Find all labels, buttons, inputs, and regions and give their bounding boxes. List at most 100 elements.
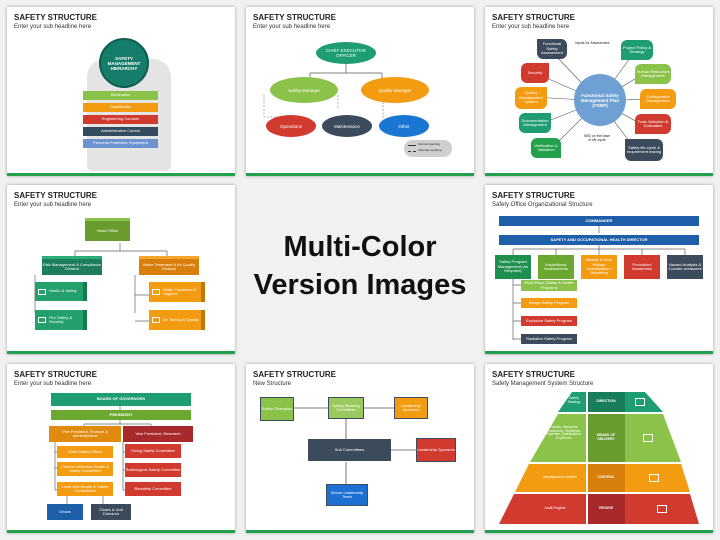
connector-lines <box>54 406 152 504</box>
range-program: Range Safety Program <box>521 298 577 308</box>
sbs-note: SBS on the base of life-cycle <box>583 134 611 142</box>
tier-strategy: Safety Strategy <box>567 396 581 404</box>
label-delivery: MEANS OF DELIVERY <box>596 433 616 441</box>
mishap-box: Mishap & Near Mishap Investigation / Rep… <box>581 255 617 279</box>
health-safety-item: Health & Safety <box>35 282 87 301</box>
slide-6-governance[interactable]: SAFETY STRUCTURE Enter your sub headline… <box>7 364 235 533</box>
senior-leadership-box: Senior Leadership Team <box>326 484 368 506</box>
heart-icon <box>38 288 46 295</box>
deans-box: Deans <box>47 504 83 520</box>
delivery-icon <box>643 434 653 442</box>
verification-node: Verification & Validation <box>531 138 561 158</box>
slide-title: SAFETY STRUCTURE <box>14 13 97 22</box>
director-box: SAFETY AND OCCUPATIONAL HEALTH DIRECTOR <box>499 235 699 245</box>
slide-title: SAFETY STRUCTURE <box>14 370 97 379</box>
biosafety-committee: Biosafety Committee <box>125 482 181 496</box>
slide-title: SAFETY STRUCTURE <box>253 13 336 22</box>
tier-audit: Audit Regime <box>544 506 566 510</box>
diving-committee: Diving Safety Committee <box>125 444 181 458</box>
central-committee: Central University Health & Safety Commi… <box>57 462 113 476</box>
tier-policies: Policies, Standards, Procedures, Guideli… <box>546 425 582 440</box>
level-elimination: Elimination <box>83 91 158 100</box>
air-icon <box>152 317 160 323</box>
slide-1-hierarchy[interactable]: SAFETY STRUCTURE Enter your sub headline… <box>7 7 235 176</box>
slide-title: SAFETY STRUCTURE <box>492 191 575 200</box>
tier-management: Management System <box>543 475 577 479</box>
vp-finance: Vice President, Finance & Administration <box>49 426 121 442</box>
local-committees: Local Unit Health & Safety Committees <box>57 482 113 496</box>
level-engineering: Engineering Controls <box>83 115 158 124</box>
slide-3-fsmp-diagram[interactable]: SAFETY STRUCTURE Enter your sub headline… <box>485 7 713 176</box>
risk-division: Risk Management & Compliance Division <box>42 256 102 275</box>
direction-icon <box>635 398 645 406</box>
center-caption: Multi-Color Version Images <box>236 228 484 304</box>
workplace-program: Work Place Safety & Health Programs <box>521 280 577 291</box>
label-direction: DIRECTION <box>596 399 616 403</box>
air-testing-item: Air Testing & Quality <box>149 310 205 330</box>
radiation-program: Radiation Safety Program <box>521 334 577 344</box>
level-administrative: Administrative Control <box>83 127 158 136</box>
label-review: REVIEW <box>599 506 613 510</box>
ceo-node: CHIEF EXECUTIVE OFFICER <box>316 42 376 64</box>
configuration-node: Configuration Management <box>640 89 676 109</box>
slide-5-office-structure[interactable]: SAFETY STRUCTURE Safety Office Organizat… <box>485 185 713 354</box>
slide-subtitle: Safety Management System Structure <box>492 381 594 387</box>
slide-7-new-structure[interactable]: SAFETY STRUCTURE New Structure Safety Ch… <box>246 364 474 533</box>
slide-2-org-chart[interactable]: SAFETY STRUCTURE Enter your sub headline… <box>246 7 474 176</box>
fire-icon <box>38 317 46 323</box>
head-office: Head Office <box>85 218 130 241</box>
slide-title: SAFETY STRUCTURE <box>14 191 97 200</box>
slide-subtitle: New Structure <box>253 381 292 387</box>
slide-subtitle: Enter your sub headline here <box>14 381 92 387</box>
inputs-note: Inputs for Assessment <box>575 41 610 45</box>
label-control: CONTROL <box>597 475 615 479</box>
lifecycle-node: Safety life-cycle & requirement tracing <box>625 139 663 161</box>
operations-node: Operations <box>266 115 316 137</box>
legend: Formal reporting Informal reporting <box>404 140 452 157</box>
chairs-box: Chairs & Unit Directors <box>91 504 131 520</box>
slide-4-division-chart[interactable]: SAFETY STRUCTURE Enter your sub headline… <box>7 185 235 354</box>
vp-research: Vice President, Research <box>123 426 193 442</box>
radiological-committee: Radiological Safety Committee <box>125 463 181 477</box>
slide-subtitle: Enter your sub headline here <box>14 24 92 30</box>
chief-safety-officer: Chief Safety Officer <box>57 446 113 458</box>
project-policy-node: Project Policy & Strategy <box>621 40 653 60</box>
safety-champion-box: Safety Champion <box>260 397 294 421</box>
water-division: Water Treatment & Air Quality Division <box>139 256 199 275</box>
leadership-sponsors-right: Leadership Sponsors <box>416 438 456 462</box>
pyramid-shape <box>499 392 699 524</box>
hazard-analysis-box: Hazard Analysis & Counter-measures <box>667 255 703 279</box>
fsmp-hub: Functional Safety Management Plan (FSMP) <box>574 74 626 126</box>
water-treatment-item: Water Treatment & Hygiene <box>149 282 205 302</box>
water-icon <box>152 289 160 295</box>
hierarchy-circle: SAFETY MANAGEMENT HIERARCHY <box>99 38 149 88</box>
connector-lines <box>512 225 686 340</box>
center-line-1: Multi-Color <box>283 231 437 263</box>
slide-title: SAFETY STRUCTURE <box>253 370 336 379</box>
safety-manager-node: Safety Manager <box>270 77 338 103</box>
center-line-2: Version Images <box>253 269 467 301</box>
other-node: Other <box>379 115 429 137</box>
president-box: PRESIDENT <box>51 410 191 420</box>
slide-subtitle: Safety Office Organizational Structure <box>492 202 593 208</box>
functional-safety-assessment: Functional Safety Assessment <box>537 39 567 59</box>
quality-manager-node: Quality Manager <box>361 77 429 103</box>
control-icon <box>649 474 659 482</box>
security-node: Security <box>521 63 549 83</box>
slide-subtitle: Enter your sub headline here <box>253 24 331 30</box>
hr-management-node: Human Resources Management <box>635 64 671 84</box>
leadership-sponsors-top: Leadership Sponsors <box>394 397 428 419</box>
promotion-box: Promotion/ Awareness <box>624 255 660 279</box>
review-icon <box>657 505 667 513</box>
inspections-box: Inspections/ Assessments <box>538 255 574 279</box>
commander-box: COMMANDER <box>499 216 699 226</box>
fire-safety-item: Fire Safety & Security <box>35 310 87 330</box>
explosive-program: Explosive Safety Program <box>521 316 577 326</box>
level-ppe: Personal Protective Equipment <box>83 139 158 148</box>
slide-title: SAFETY STRUCTURE <box>492 370 575 379</box>
slide-subtitle: Enter your sub headline here <box>492 24 570 30</box>
slide-title: SAFETY STRUCTURE <box>492 13 575 22</box>
connector-lines <box>294 407 416 484</box>
tools-selection-node: Tools Selection & Evaluation <box>635 114 671 134</box>
slide-8-pyramid[interactable]: SAFETY STRUCTURE Safety Management Syste… <box>485 364 713 533</box>
